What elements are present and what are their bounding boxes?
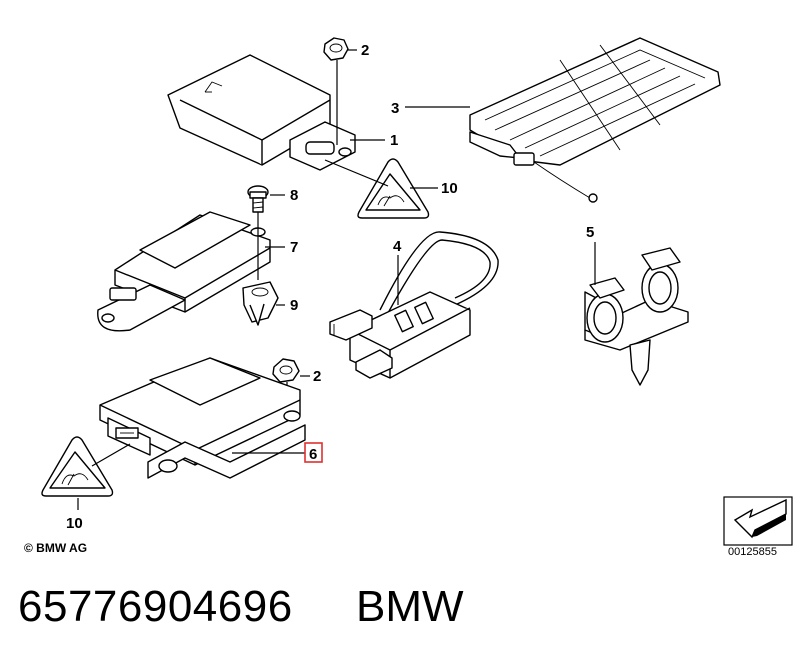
part-2-nut-top[interactable] bbox=[323, 37, 349, 145]
callout-1: 1 bbox=[390, 132, 398, 149]
part-10-warning-label-lower[interactable] bbox=[41, 436, 114, 497]
part-8-screw[interactable] bbox=[247, 185, 269, 213]
part-7-sensor[interactable] bbox=[97, 211, 271, 332]
part-number: 65776904696 bbox=[18, 582, 293, 631]
callout-6: 6 bbox=[309, 446, 317, 463]
callout-2-top: 2 bbox=[361, 42, 369, 59]
diagram-id: 00125855 bbox=[728, 546, 777, 558]
callout-9: 9 bbox=[290, 297, 298, 314]
part-10-warning-label-top[interactable] bbox=[357, 158, 430, 219]
callout-10-top: 10 bbox=[441, 180, 458, 197]
direction-reference-box bbox=[723, 496, 793, 546]
callout-8: 8 bbox=[290, 187, 298, 204]
highlight-box-6 bbox=[304, 442, 323, 463]
part-5-clip-holder[interactable] bbox=[584, 247, 689, 386]
part-4-wiring-harness[interactable] bbox=[329, 231, 499, 379]
callout-3: 3 bbox=[391, 100, 399, 117]
callout-5: 5 bbox=[586, 224, 594, 241]
callout-10-lower: 10 bbox=[66, 515, 83, 532]
part-1-control-unit[interactable] bbox=[167, 54, 356, 171]
callout-4: 4 bbox=[393, 238, 402, 255]
callout-2-lower: 2 bbox=[313, 368, 321, 385]
brand-name: BMW bbox=[356, 582, 464, 631]
part-6-airbag-sensor[interactable] bbox=[99, 357, 306, 479]
parts-diagram: 1 2 10 3 8 bbox=[41, 37, 793, 546]
copyright-notice: © BMW AG bbox=[24, 541, 88, 555]
callout-7: 7 bbox=[290, 239, 298, 256]
part-9-clip-nut[interactable] bbox=[242, 281, 279, 326]
part-3-seat-mat[interactable] bbox=[469, 37, 721, 203]
